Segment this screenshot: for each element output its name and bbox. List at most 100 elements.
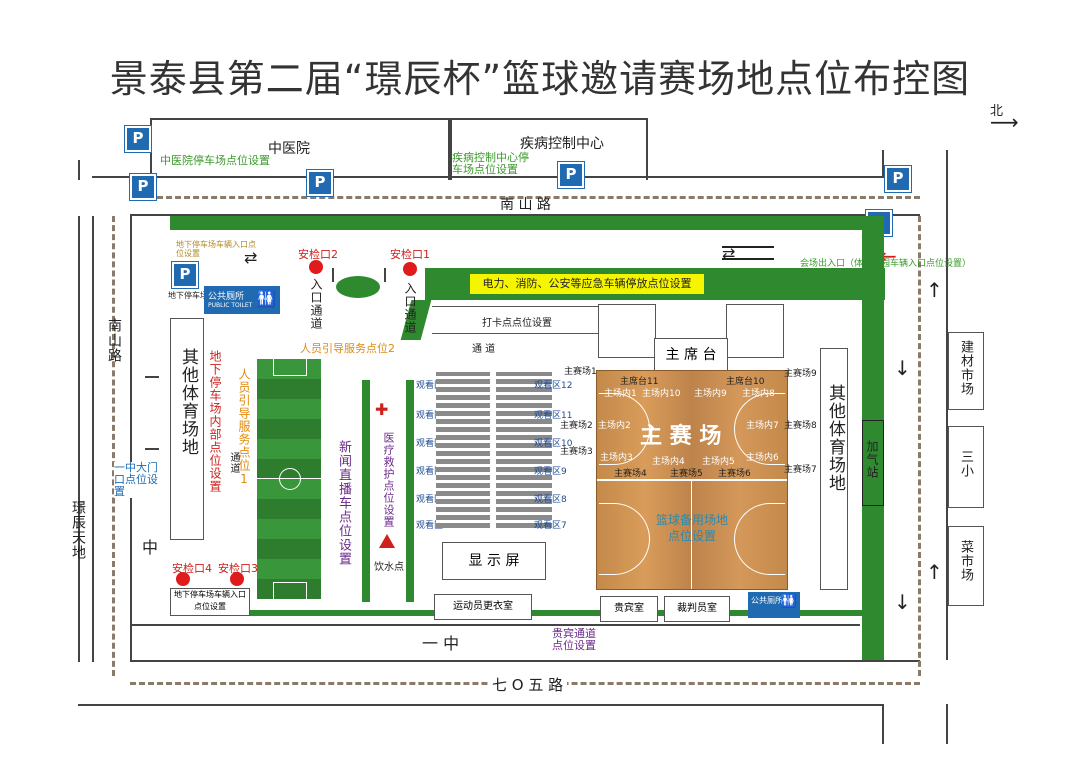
arrow-line <box>722 258 774 260</box>
court-arc <box>734 503 785 575</box>
parking-icon: P <box>171 261 199 289</box>
tcm-hospital-label: 中医院 <box>268 141 310 157</box>
viewing-area-label: 观看区2 <box>416 411 449 421</box>
game-area-label: 主赛场8 <box>784 421 817 431</box>
seating-block <box>436 372 490 528</box>
jiancai-market-label: 建材市场 <box>958 340 973 396</box>
cai-market-label: 菜市场 <box>958 540 973 582</box>
toilet-label: 公共厕所 <box>208 292 245 302</box>
parking-icon: P <box>129 173 157 201</box>
toilet-icon: 🚻 <box>780 594 797 609</box>
security-point <box>230 572 244 586</box>
cdc-building <box>448 118 648 180</box>
viewing-area-label: 观看区8 <box>534 495 567 505</box>
green-strip <box>406 380 414 602</box>
building-block <box>598 304 656 358</box>
inner-area-label: 主场内9 <box>694 389 727 399</box>
underground-parking-sign: 地下停车场 <box>168 291 208 300</box>
nanshan-road-top: 南 山 路 <box>500 197 551 213</box>
underground-parking-entry2: 地下停车场车辆入口点位设置 <box>170 588 250 616</box>
passage-left-label: 通道 <box>228 452 239 474</box>
field-box <box>273 582 307 599</box>
inner-area-label: 主场内5 <box>702 457 735 467</box>
game-area-label: 主赛场1 <box>564 367 597 377</box>
checkin-label: 打卡点点位设置 <box>482 318 552 329</box>
road-mark <box>145 376 159 378</box>
court-line <box>597 479 787 481</box>
inner-area-label: 主场内1 <box>604 389 637 399</box>
parking-icon: P <box>306 169 334 197</box>
parking-icon: P <box>124 125 152 153</box>
road-edge <box>882 150 884 178</box>
game-area-label: 主赛场5 <box>670 469 703 479</box>
road-edge <box>78 704 884 706</box>
toilet-label: 公共厕所 <box>751 596 783 605</box>
guide-service2-label: 人员引导服务点位2 <box>300 342 395 355</box>
other-venue-left-label: 其他体育场地 <box>178 348 198 456</box>
court-line <box>691 481 692 589</box>
viewing-area-label: 观看区5 <box>416 495 449 505</box>
viewing-area-label: 观看区6 <box>416 521 449 531</box>
yizhong-gate-label: 一中大门口点位设置 <box>114 462 164 498</box>
road-edge <box>882 704 884 744</box>
vip-passage-label: 贵宾通道点位设置 <box>552 627 596 652</box>
water-icon <box>379 534 395 548</box>
yizhong-bottom-label: 一 中 <box>422 634 460 653</box>
toilet-en-label: PUBLIC TOILET <box>208 302 253 309</box>
green-strip <box>362 380 370 602</box>
security3-label: 安检口3 <box>218 562 258 575</box>
arrow-up-icon: ↑ <box>926 278 943 302</box>
other-venue-left <box>170 318 204 540</box>
emergency-parking-label: 电力、消防、公安等应急车辆停放点位设置 <box>470 274 704 294</box>
field-circle <box>279 468 301 490</box>
yizhong-left-label: 中 <box>142 538 159 557</box>
flower-bed <box>336 276 380 298</box>
road-edge <box>130 624 860 626</box>
arrow-line <box>722 246 774 248</box>
backup-court-label: 篮球备用场地点位设置 <box>656 513 729 543</box>
seating-block <box>496 372 552 528</box>
news-broadcast-label: 新闻直播车点位设置 <box>336 440 351 566</box>
guide-service1-label: 人员引导服务点位1 <box>237 368 251 487</box>
security-point <box>176 572 190 586</box>
venue-exit-label: 会场出入口（体育公园车辆入口点位设置） <box>800 259 972 269</box>
viewing-area-label: 观看区10 <box>534 439 573 449</box>
parking-icon: P <box>557 161 585 189</box>
vip-room: 贵宾室 <box>600 596 658 622</box>
viewing-area-label: 观看区4 <box>416 467 449 477</box>
checkin-area <box>432 306 599 334</box>
security-point <box>403 262 417 276</box>
road-edge <box>78 216 80 662</box>
game-area-label: 主赛场9 <box>784 369 817 379</box>
inner-area-label: 主场内8 <box>742 389 775 399</box>
page-title: 景泰县第二届“璟辰杯”篮球邀请赛场地点位布控图 <box>109 57 971 101</box>
main-venue-label: 主 赛 场 <box>640 424 722 449</box>
game-area-label: 主赛场4 <box>614 469 647 479</box>
road-centerline <box>918 216 921 676</box>
field-box <box>273 359 307 376</box>
security4-label: 安检口4 <box>172 562 212 575</box>
gas-station-label: 加气站 <box>865 440 879 479</box>
inner-area-label: 主场内6 <box>746 453 779 463</box>
viewing-area-label: 观看区7 <box>534 521 567 531</box>
sanxiao-label: 三小 <box>958 450 973 478</box>
north-label: 北 <box>990 104 1004 119</box>
main-stand-label: 主席台10 <box>726 377 765 387</box>
display-screen: 显 示 屏 <box>442 542 546 580</box>
game-area-label: 主赛场7 <box>784 465 817 475</box>
sanxiao <box>948 426 984 508</box>
arrow-up-icon: ↑ <box>926 560 943 584</box>
north-arrow-icon: ⟶ <box>990 110 1019 134</box>
nanshan-road-left: 南山路 <box>106 318 122 363</box>
entrance-passage-label: 入口通道 <box>309 278 323 330</box>
road-edge <box>92 176 884 178</box>
qiling-wu-road-label: 七 O 五 路 <box>488 674 568 695</box>
inner-area-label: 主场内7 <box>746 421 779 431</box>
building-block <box>726 304 784 358</box>
other-venue-right-label: 其他体育场地 <box>825 384 845 492</box>
viewing-area-label: 观看区9 <box>534 467 567 477</box>
toilet-icon: 🚻 <box>256 289 276 308</box>
tcm-parking-label: 中医院停车场点位设置 <box>160 154 270 167</box>
court-arc <box>599 503 650 575</box>
medical-icon: ✚ <box>375 400 389 419</box>
